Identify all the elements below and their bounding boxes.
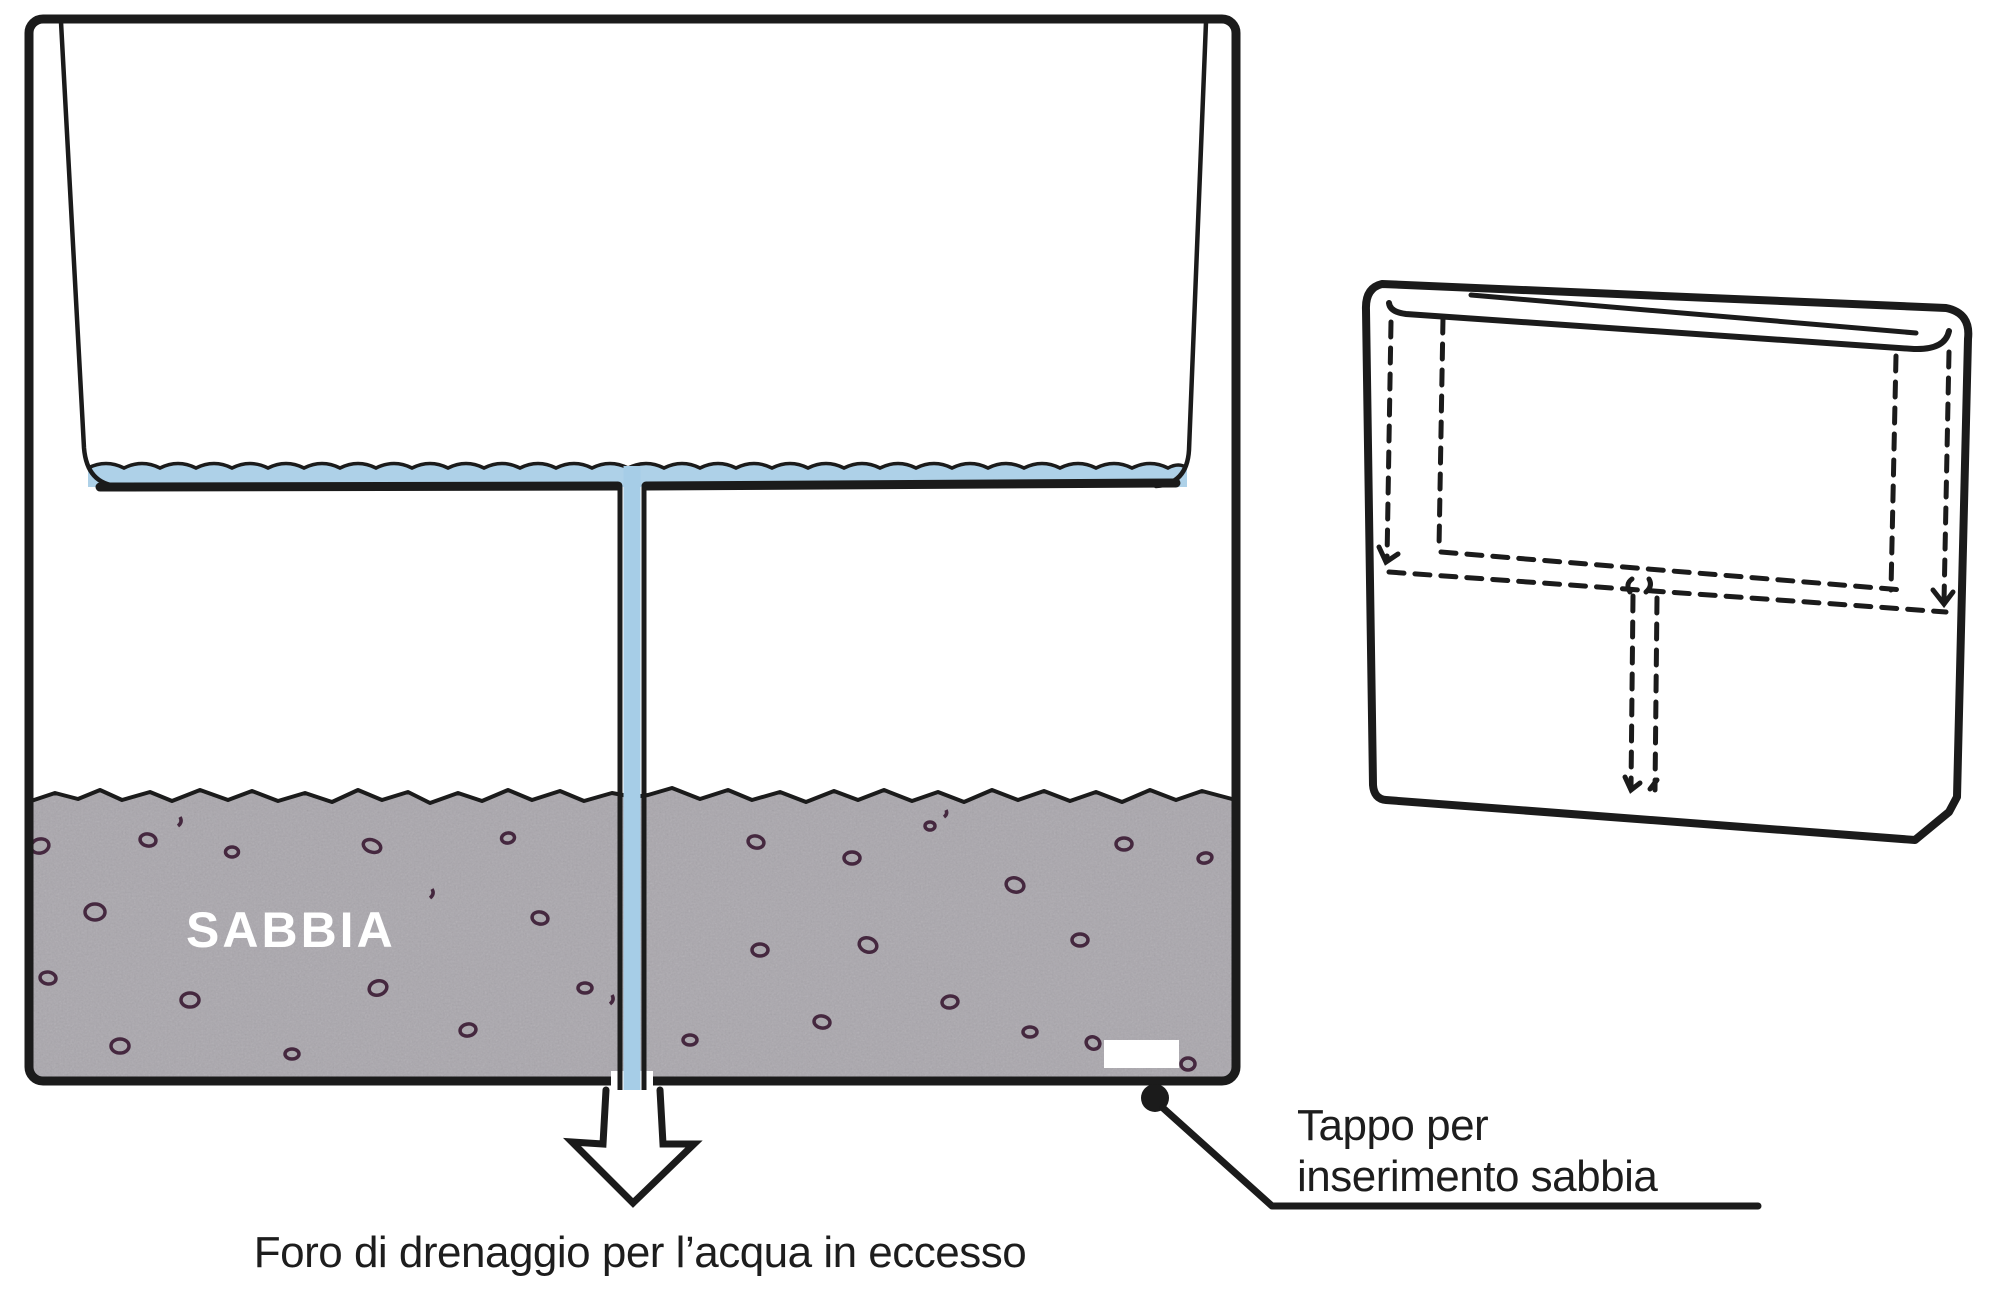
hidden-edge-left-outer <box>1384 319 1394 563</box>
plug-caption-line1: Tappo per <box>1297 1101 1489 1150</box>
planter-3d-rim-inner <box>1468 292 1919 336</box>
hidden-basin-floor-back <box>1438 549 1906 593</box>
planter-3d-hidden-basin <box>1384 315 1952 793</box>
planter-3d-rim-front <box>1386 300 1952 353</box>
inner-basin <box>58 19 1209 492</box>
basin-floor-left <box>95 481 623 492</box>
basin-floor-right <box>641 478 1181 491</box>
planter-3d-hidden-arrows <box>1376 544 1956 794</box>
down-arrow-icon <box>562 1086 703 1208</box>
leader-line <box>1159 1104 1762 1210</box>
sand-plug-rect <box>1104 1040 1179 1068</box>
drain-tube-water <box>623 466 641 1090</box>
hidden-edge-left-inner <box>1436 315 1446 551</box>
hidden-edge-right-outer <box>1941 349 1952 605</box>
sand-label: SABBIA <box>186 902 396 958</box>
planter-3d-view <box>1361 280 1973 844</box>
hidden-basin-floor-front <box>1386 569 1949 615</box>
water-surface-edge <box>87 461 1189 470</box>
hidden-tube-left <box>1628 593 1636 791</box>
hidden-edge-right-inner <box>1888 353 1899 593</box>
sand-speckles <box>29 809 1214 1072</box>
drain-tube <box>612 466 652 1109</box>
hidden-tube-right <box>1652 595 1660 793</box>
planter-3d-outline <box>1361 280 1973 844</box>
plug-caption: Tappo per inserimento sabbia <box>1297 1100 1658 1202</box>
plug-caption-line2: inserimento sabbia <box>1297 1152 1658 1201</box>
sand-surface-edge <box>30 786 1233 805</box>
drain-caption: Foro di drenaggio per l’acqua in eccesso <box>253 1228 1027 1277</box>
